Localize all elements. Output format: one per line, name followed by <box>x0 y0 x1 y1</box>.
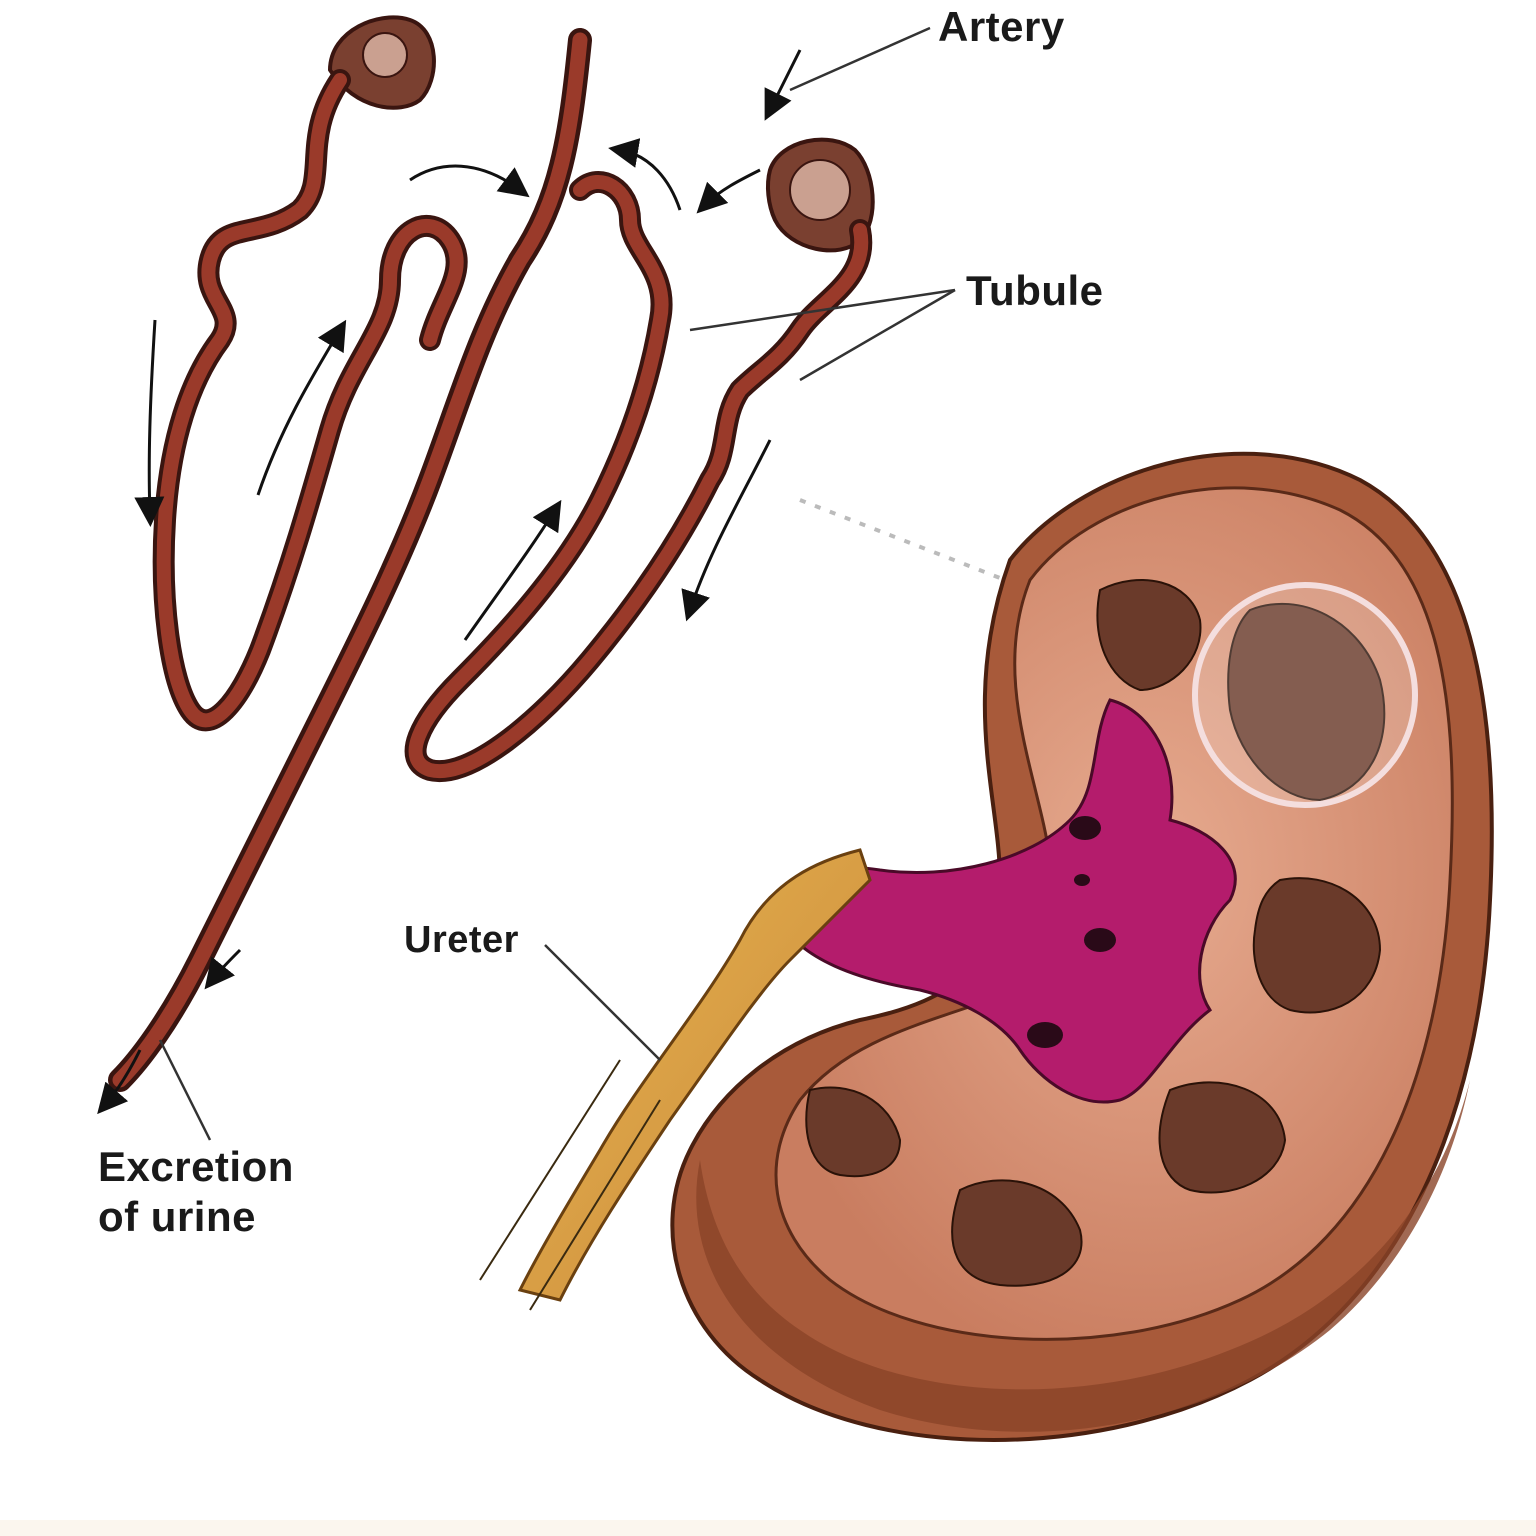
glomerulus-right <box>765 137 875 253</box>
flow-arrow-5 <box>463 499 562 641</box>
pyramid-4 <box>1158 1081 1287 1194</box>
excretion-label: Excretion of urine <box>98 1142 294 1243</box>
ureter-stripe-1 <box>479 1059 621 1281</box>
flow-arrow-9 <box>97 1049 142 1115</box>
pyramid-1 <box>1096 579 1202 692</box>
flow-arrow-8 <box>696 168 761 214</box>
leader-lines <box>158 26 956 1141</box>
tubule-label: Tubule <box>966 267 1104 314</box>
nephron <box>108 15 875 1092</box>
glomerulus-left <box>328 15 436 110</box>
ureter-stripe-2 <box>529 1099 661 1311</box>
artery-leader <box>789 26 931 92</box>
connector-dotted-line <box>799 498 1001 580</box>
artery-label: Artery <box>938 3 1065 50</box>
tubule-leader-1 <box>689 288 956 332</box>
ureter-leader <box>544 944 661 1061</box>
flow-arrow-7 <box>764 49 802 121</box>
kidney <box>670 451 1494 1442</box>
flow-arrow-6 <box>681 439 772 622</box>
tubule-leader-2 <box>799 288 956 382</box>
renal-pyramids <box>805 579 1386 1287</box>
pyramid-6 <box>805 1086 902 1178</box>
flow-arrow-10 <box>204 948 242 990</box>
ureter-label: Ureter <box>404 919 519 961</box>
pyramid-5 <box>951 1179 1083 1287</box>
pyramid-3 <box>1252 877 1382 1014</box>
magnification-circle <box>1192 582 1418 808</box>
bottom-band <box>0 1520 1536 1536</box>
calyx-openings <box>1027 816 1116 1048</box>
flow-arrows <box>97 49 802 1115</box>
excretion-label-line1: Excretion <box>98 1143 294 1190</box>
renal-pelvis <box>777 698 1237 1104</box>
flow-arrow-1 <box>134 319 165 527</box>
excretion-label-line2: of urine <box>98 1193 256 1241</box>
pyramid-2 <box>1227 602 1386 802</box>
flow-arrow-3 <box>409 164 530 198</box>
flow-arrow-4 <box>608 138 682 211</box>
flow-arrow-2 <box>256 319 347 496</box>
kidney-side-shading <box>696 1080 1470 1432</box>
excretion-leader <box>158 1039 212 1141</box>
tubule-right-loop <box>404 171 873 783</box>
